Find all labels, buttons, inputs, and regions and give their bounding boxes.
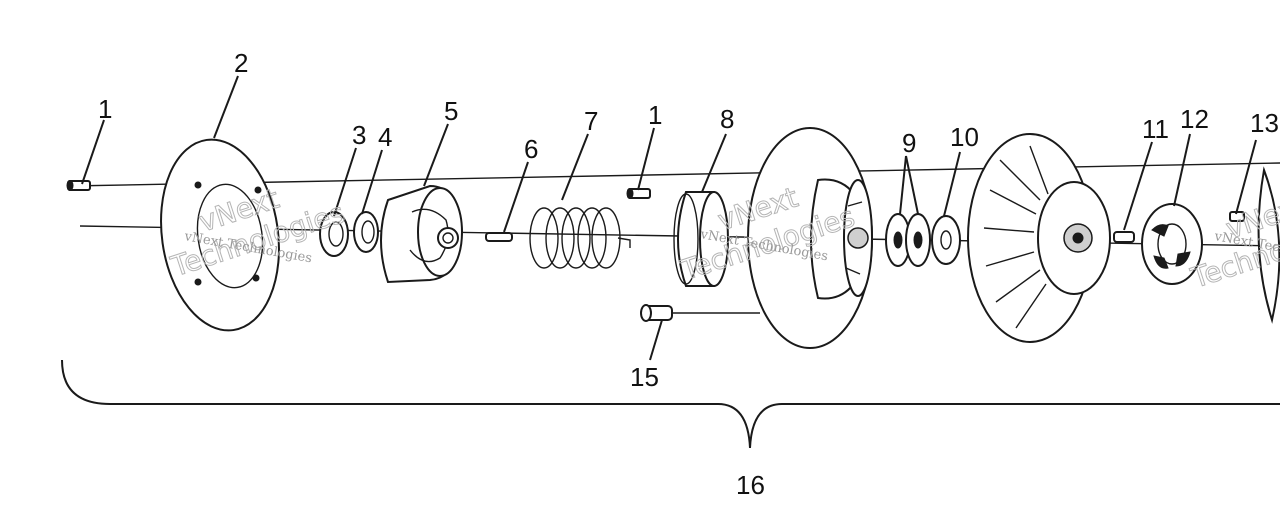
part-6-pin (485, 232, 513, 242)
callout-1-left: 1 (98, 94, 112, 124)
part-7-spring (529, 207, 631, 269)
part-4-washer (353, 211, 379, 253)
part-2-cover-plate (160, 138, 280, 332)
callout-2: 2 (234, 48, 248, 78)
callout-6: 6 (524, 134, 538, 164)
callout-1-mid: 1 (648, 100, 662, 130)
callout-5: 5 (444, 96, 458, 126)
callout-7: 7 (584, 106, 598, 136)
part-8-bushing-ring (673, 191, 729, 287)
stationary-sheave (747, 127, 873, 349)
part-1-screw-left (66, 180, 91, 191)
part-5-helix-cam (380, 184, 464, 284)
part-12-ring (1141, 203, 1203, 285)
part-10-washer (931, 215, 961, 265)
callout-4: 4 (378, 122, 392, 152)
movable-sheave (967, 133, 1111, 343)
callout-9: 9 (902, 128, 916, 158)
callout-13: 13 (1250, 108, 1279, 138)
callout-10: 10 (950, 122, 979, 152)
callout-16: 16 (736, 470, 765, 500)
part-3-snap-ring (319, 211, 349, 257)
part-15-roller-pin (640, 304, 673, 322)
part-1-screw-mid (626, 188, 651, 199)
part-11-pin (1113, 231, 1135, 243)
callout-labels: 1 2 3 4 5 6 7 1 8 9 10 11 12 13 15 16 (98, 48, 1279, 500)
callout-15: 15 (630, 362, 659, 392)
leader-lines (81, 75, 1257, 361)
assembly-bracket (61, 359, 1280, 449)
callout-8: 8 (720, 104, 734, 134)
callout-11: 11 (1142, 114, 1169, 144)
callout-12: 12 (1180, 104, 1209, 134)
part-9-washers (885, 213, 931, 267)
part-13-screw (1229, 166, 1280, 324)
callout-3: 3 (352, 120, 366, 150)
